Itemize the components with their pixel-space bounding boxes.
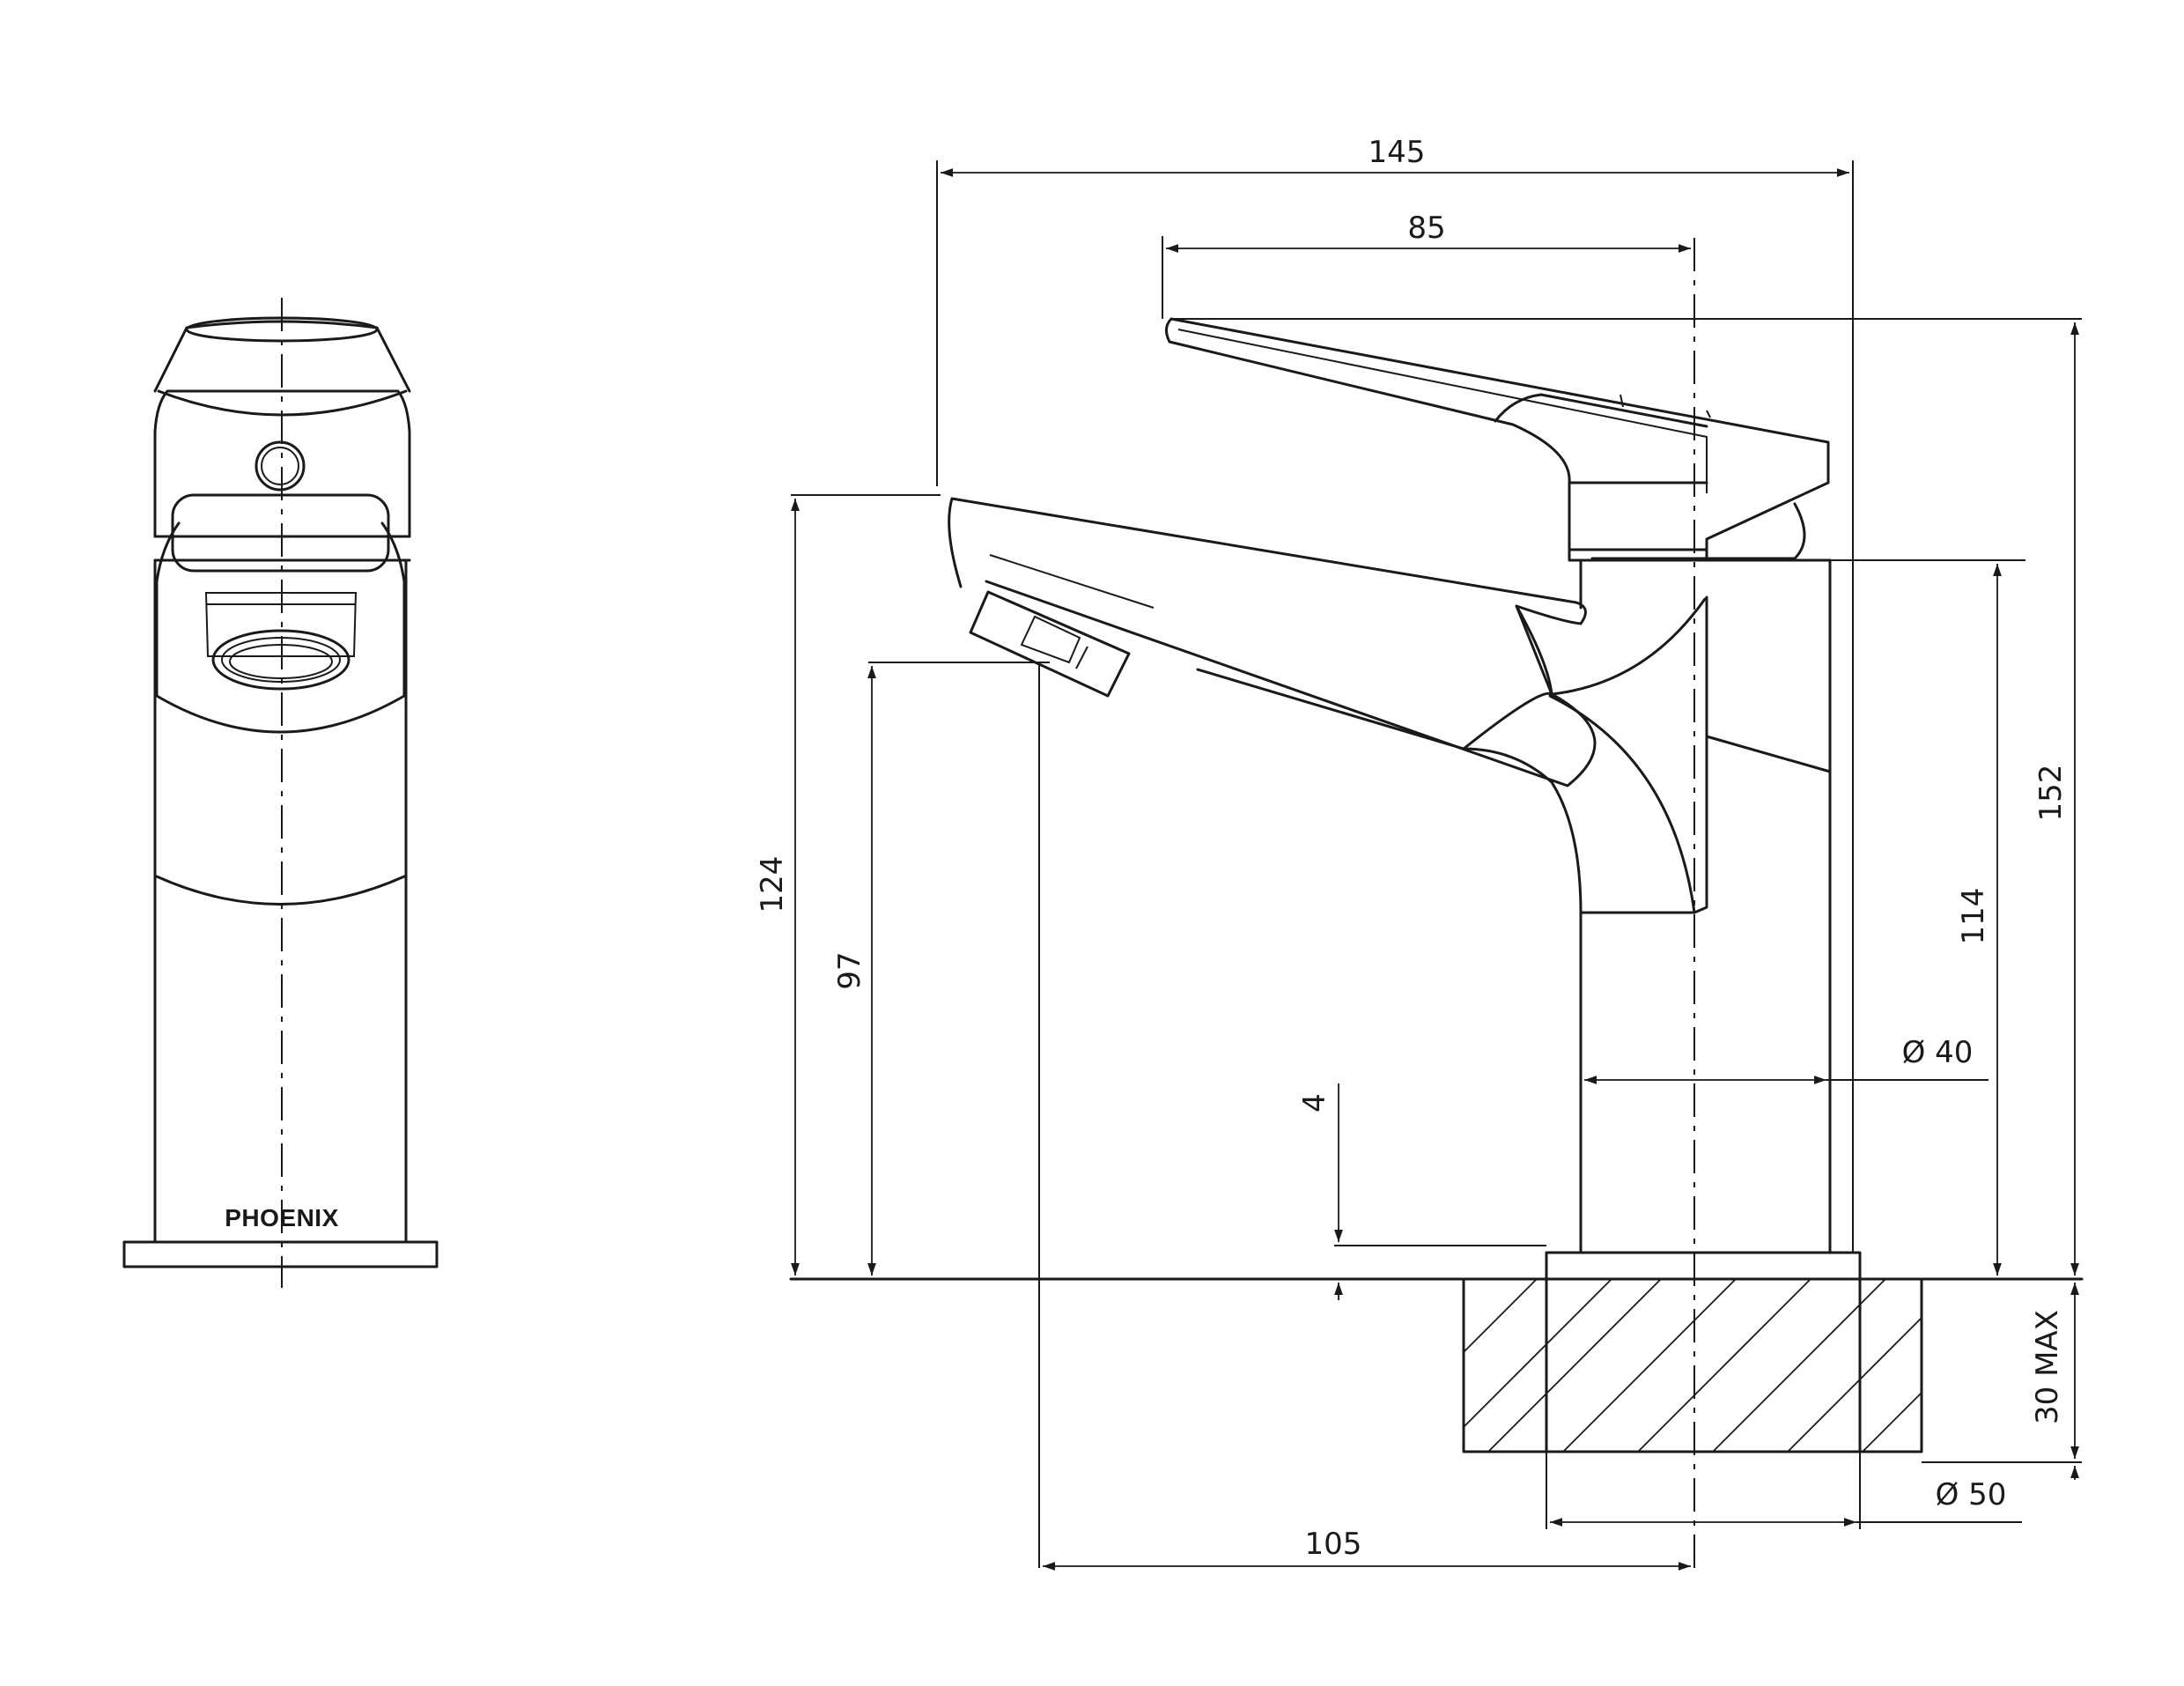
dim-max-bench: 30 MAX [2030, 1310, 2065, 1424]
front-view: PHOENIX [122, 298, 439, 1288]
side-spout-curve [1548, 595, 1708, 914]
dim-body-diameter: Ø 40 [1902, 1035, 1974, 1070]
side-body-cap [1579, 558, 1832, 610]
dimension-labels: 145 85 152 124 97 114 4 Ø 40 30 MAX Ø 50… [755, 135, 2069, 1562]
side-spout [948, 497, 1597, 788]
side-lever [1165, 317, 1830, 562]
side-view [789, 238, 2084, 1568]
side-spout-facet [1462, 691, 1553, 751]
side-aerator [969, 590, 1131, 698]
dim-overall-height: 152 [2033, 765, 2069, 822]
dim-outlet-height: 124 [755, 856, 790, 913]
front-body-shading-upper [155, 694, 406, 734]
mounting-block [1462, 1277, 1923, 1453]
dimension-lines [791, 160, 2082, 1571]
dim-aerator-height: 97 [832, 951, 867, 989]
side-body-shade [1705, 735, 1832, 773]
dim-outlet-to-centre: 105 [1305, 1527, 1362, 1562]
front-body-shading-lower [155, 875, 406, 906]
dim-base-diameter: Ø 50 [1936, 1477, 2007, 1512]
front-lever-block [153, 389, 411, 538]
side-spout-neck [1515, 597, 1707, 696]
front-base-plate [122, 1240, 439, 1268]
front-body [153, 558, 408, 1244]
dim-lever-reach: 85 [1407, 211, 1445, 246]
side-base-plate [1545, 1251, 1862, 1281]
front-cartridge-button [255, 440, 306, 492]
front-spout-housing [155, 521, 406, 698]
front-spout-top [171, 493, 390, 573]
dim-body-height: 114 [1956, 888, 1991, 945]
side-spout-highlight [989, 554, 1155, 609]
dim-overall-depth: 145 [1369, 135, 1426, 170]
dim-base-plate: 4 [1297, 1093, 1332, 1113]
side-body [1579, 558, 1832, 1254]
side-spout-undercurve [1196, 668, 1583, 914]
